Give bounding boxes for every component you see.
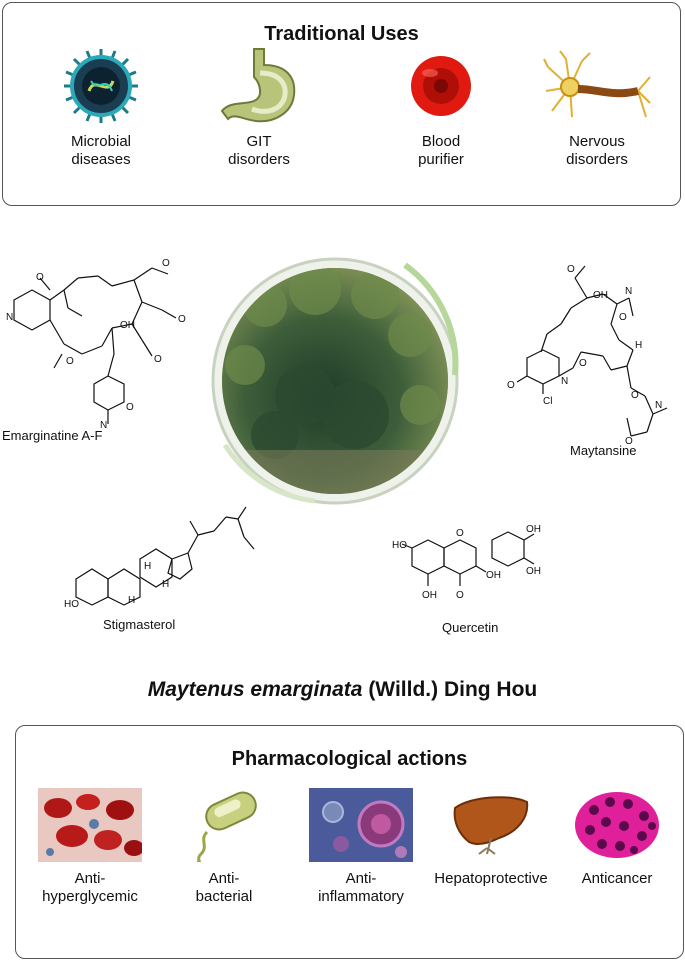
emarginatine-structure: N O O O O OH O N O — [6, 258, 186, 428]
svg-text:O: O — [567, 264, 575, 275]
svg-text:OH: OH — [526, 524, 541, 535]
svg-text:H: H — [162, 579, 169, 590]
svg-text:O: O — [619, 312, 627, 323]
traditional-uses-panel: Traditional Uses Microbial diseases GIT … — [2, 2, 681, 206]
action-anticancer: Anticancer — [562, 788, 672, 888]
svg-text:O: O — [36, 272, 44, 283]
pharmacological-title: Pharmacological actions — [231, 748, 468, 770]
plant-photo — [211, 257, 459, 505]
use-nervous-label: Nervous disorders — [566, 133, 628, 168]
svg-text:Cl: Cl — [543, 396, 552, 407]
svg-text:O: O — [162, 258, 170, 269]
action-antibacterial-label: Anti- bacterial — [195, 870, 253, 905]
stomach-icon — [220, 48, 296, 123]
species-binomial: Maytenus emarginata — [147, 678, 363, 701]
svg-text:O: O — [456, 528, 464, 539]
svg-text:O: O — [154, 354, 162, 365]
use-nervous: Nervous disorders — [527, 47, 667, 169]
svg-text:HO: HO — [392, 540, 407, 551]
action-hepatoprotective: Hepatoprotective — [428, 788, 554, 888]
use-git-label: GIT disorders — [228, 133, 290, 168]
svg-text:OH: OH — [120, 320, 135, 331]
svg-text:H: H — [635, 340, 642, 351]
stigmasterol-label: Stigmasterol — [103, 617, 176, 632]
svg-text:N: N — [100, 420, 107, 428]
use-blood: Blood purifier — [381, 47, 501, 169]
use-microbial-label: Microbial diseases — [70, 133, 131, 168]
action-antibacterial: Anti- bacterial — [174, 788, 274, 906]
blood-cell-icon — [411, 56, 471, 116]
red-blood-cells-icon — [38, 788, 142, 862]
svg-text:OH: OH — [593, 290, 608, 301]
svg-text:OH: OH — [422, 590, 437, 601]
liver-icon — [453, 796, 529, 855]
svg-text:N: N — [625, 286, 632, 297]
action-antihyperglycemic: Anti- hyperglycemic — [30, 788, 150, 906]
bacterium-icon — [196, 791, 257, 862]
virus-icon — [64, 49, 138, 123]
stigmasterol-structure: HO H H H — [64, 506, 255, 610]
svg-text:O: O — [456, 590, 464, 601]
action-anticancer-label: Anticancer — [581, 870, 653, 887]
inflammation-cells-icon — [309, 788, 413, 862]
svg-text:OH: OH — [526, 566, 541, 577]
action-antihyperglycemic-label: Anti- hyperglycemic — [42, 870, 138, 905]
svg-text:H: H — [128, 595, 135, 606]
svg-text:N: N — [561, 376, 568, 387]
maytansine-structure: O OH N O H O N Cl O O N O — [507, 264, 668, 447]
svg-text:O: O — [66, 356, 74, 367]
svg-text:N: N — [6, 312, 13, 323]
emarginatine-label: Emarginatine A-F — [2, 428, 103, 443]
neuron-icon — [543, 50, 651, 118]
maytansine-label: Maytansine — [570, 443, 637, 458]
quercetin-structure: HO O OH O OH OH OH — [392, 524, 541, 601]
svg-text:O: O — [507, 380, 515, 391]
svg-text:O: O — [178, 314, 186, 325]
svg-text:O: O — [631, 390, 639, 401]
species-authority: (Willd.) Ding Hou — [362, 678, 538, 701]
use-blood-label: Blood purifier — [418, 133, 464, 168]
cancer-cell-icon — [575, 792, 659, 858]
species-name: Maytenus emarginata (Willd.) Ding Hou — [0, 678, 685, 702]
action-antiinflammatory-label: Anti- inflammatory — [318, 870, 404, 905]
svg-text:HO: HO — [64, 599, 79, 610]
svg-text:N: N — [655, 400, 662, 411]
pharmacological-panel: Pharmacological actions Anti- hyperglyce… — [15, 725, 684, 959]
svg-text:H: H — [144, 561, 151, 572]
svg-text:OH: OH — [486, 570, 501, 581]
action-antiinflammatory: Anti- inflammatory — [306, 788, 416, 906]
traditional-uses-title: Traditional Uses — [264, 23, 419, 45]
use-microbial: Microbial diseases — [41, 47, 161, 169]
svg-text:O: O — [625, 436, 633, 447]
svg-text:O: O — [126, 402, 134, 413]
use-git: GIT disorders — [199, 47, 319, 169]
action-hepatoprotective-label: Hepatoprotective — [434, 870, 548, 887]
svg-text:O: O — [579, 358, 587, 369]
quercetin-label: Quercetin — [442, 620, 499, 635]
